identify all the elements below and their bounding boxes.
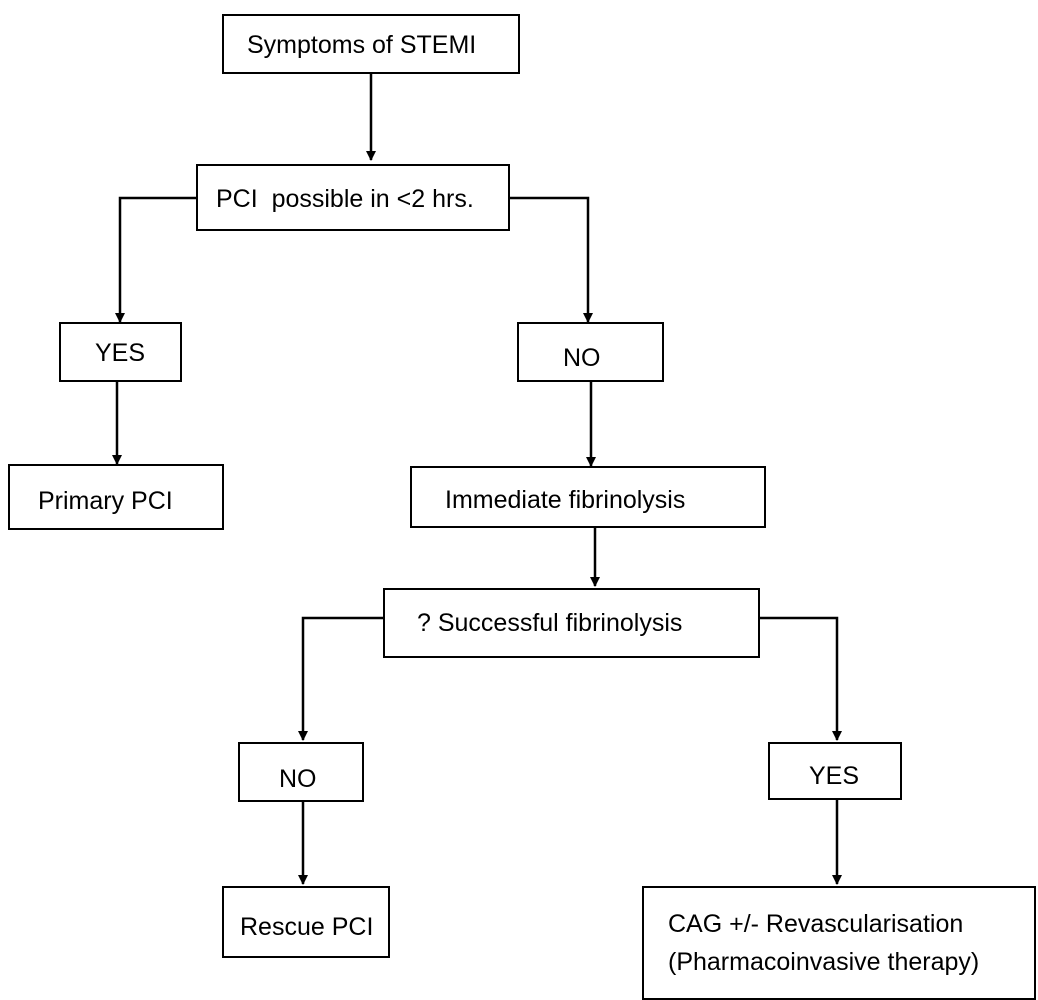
node-label: NO [279,765,317,793]
node-no-right: NO [517,322,664,382]
node-yes-bottom: YES [768,742,902,800]
node-label: Rescue PCI [240,913,374,941]
node-immediate-fibrinolysis: Immediate fibrinolysis [410,466,766,528]
node-label: YES [95,339,146,367]
arrow-success-to-no [298,616,383,741]
arrow-pci-to-no [510,196,593,323]
node-label: Primary PCI [38,487,173,515]
node-pci-possible: PCI possible in <2 hrs. [196,164,510,231]
node-symptoms-of-stemi: Symptoms of STEMI [222,14,520,74]
arrow-pci-to-yes [115,196,196,323]
node-label: YES [809,762,860,790]
node-successful-fibrinolysis: ? Successful fibrinolysis [383,588,760,658]
node-cag-revascularisation: CAG +/- Revascularisation (Pharmacoinvas… [642,886,1036,1000]
arrow-success-to-yes [760,616,842,741]
node-no-bottom: NO [238,742,364,802]
node-label-line1: CAG +/- Revascularisation [668,910,964,938]
node-label: NO [563,344,601,372]
node-yes-left: YES [59,322,182,382]
node-label-line2: (Pharmacoinvasive therapy) [668,948,980,976]
node-label: Symptoms of STEMI [247,31,477,59]
node-label: PCI possible in <2 hrs. [216,185,474,213]
node-label: ? Successful fibrinolysis [417,609,683,637]
node-primary-pci: Primary PCI [8,464,224,530]
node-rescue-pci: Rescue PCI [222,886,390,958]
node-label: Immediate fibrinolysis [445,486,686,514]
